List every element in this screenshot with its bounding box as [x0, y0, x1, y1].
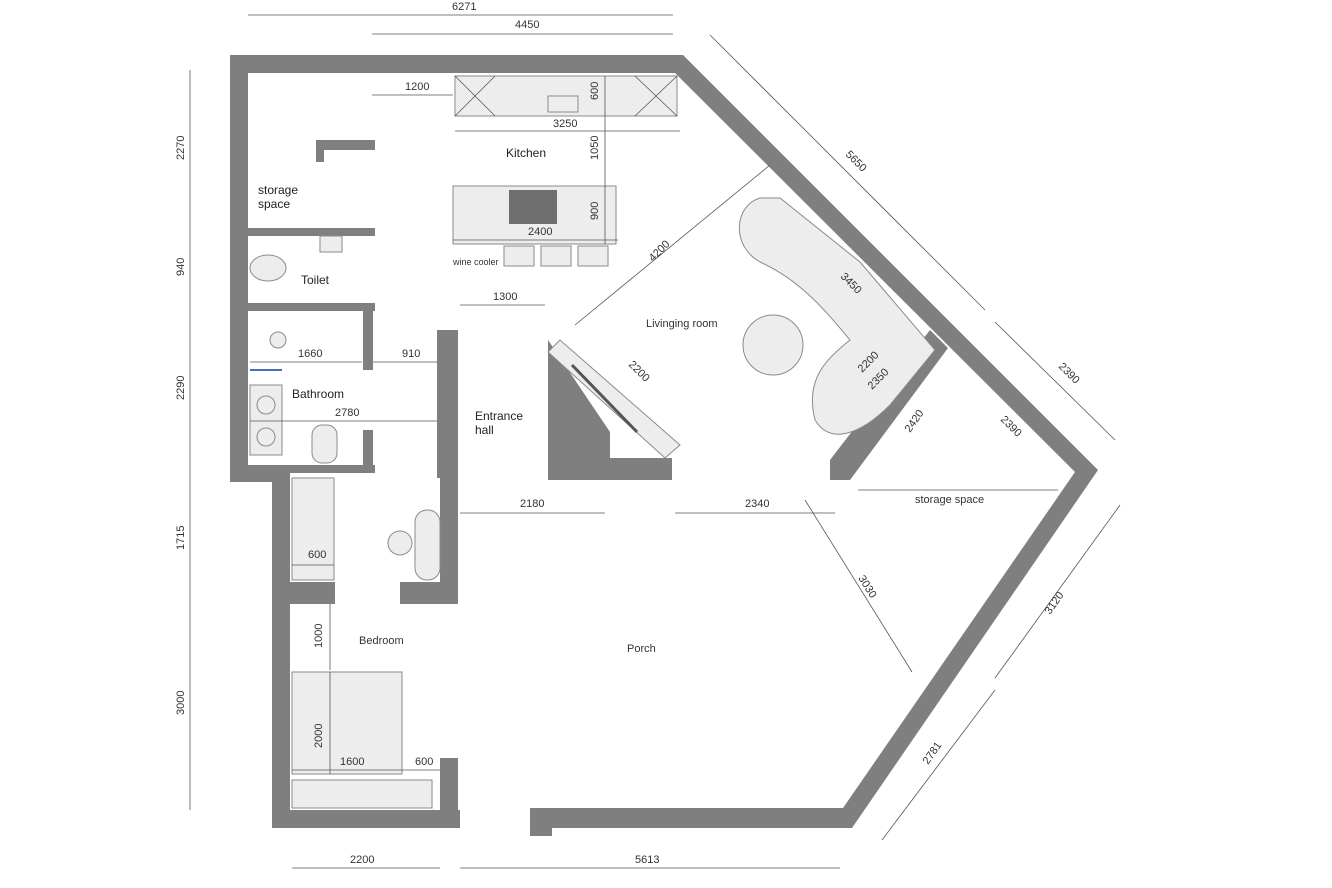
- dim-label: 600: [415, 756, 433, 768]
- dim-label: 2420: [903, 408, 927, 435]
- label-wine-cooler: wine cooler: [452, 257, 499, 267]
- dim-label: 1050: [589, 136, 601, 160]
- closet: [291, 477, 335, 581]
- dim-label: 2781: [921, 740, 945, 767]
- dim-label: 5650: [843, 149, 869, 175]
- dim-label: 1600: [340, 756, 364, 768]
- dim-label: 600: [589, 82, 601, 100]
- bed: [291, 671, 403, 775]
- tv-unit: [547, 339, 681, 459]
- furniture: [249, 75, 936, 809]
- dim-label: 6271: [452, 1, 476, 13]
- dim-label: 2200: [350, 854, 374, 866]
- dim-label: 2780: [335, 407, 359, 419]
- label-storage-top-2: space: [258, 197, 290, 211]
- dim-label: 3250: [553, 118, 577, 130]
- dimension-lines: [189, 14, 1121, 869]
- label-entrance-hall-2: hall: [475, 423, 494, 437]
- dim-label: 4200: [647, 238, 673, 264]
- label-toilet: Toilet: [301, 273, 330, 287]
- dim-label: 910: [402, 348, 420, 360]
- room-labels: Kitchen storage space Toilet Bathroom En…: [258, 146, 984, 655]
- shower: [269, 331, 287, 349]
- dim-label: 900: [589, 202, 601, 220]
- dim-label: 2340: [745, 498, 769, 510]
- dim-label: 4450: [515, 19, 539, 31]
- dim-label: 2270: [175, 136, 187, 160]
- label-bedroom: Bedroom: [359, 635, 404, 647]
- dim-label: 2290: [175, 376, 187, 400]
- cooktop: [509, 190, 557, 224]
- dim-label: 3120: [1043, 590, 1067, 617]
- dim-label: 3000: [175, 691, 187, 715]
- sink: [547, 95, 579, 113]
- dim-label: 2000: [313, 724, 325, 748]
- dim-label: 1000: [313, 624, 325, 648]
- dim-label: 940: [175, 258, 187, 276]
- coffee-table: [742, 314, 804, 376]
- dim-label: 5613: [635, 854, 659, 866]
- label-living-room: Livinging room: [646, 318, 718, 330]
- label-storage-space: storage space: [915, 494, 984, 506]
- dim-label: 2390: [998, 414, 1024, 440]
- dim-label: 1200: [405, 81, 429, 93]
- dim-label: 1300: [493, 291, 517, 303]
- dim-label: 2400: [528, 226, 552, 238]
- label-kitchen: Kitchen: [506, 146, 546, 160]
- dim-label: 600: [308, 549, 326, 561]
- dim-label: 2200: [626, 359, 652, 385]
- label-storage-top: storage: [258, 183, 298, 197]
- label-bathroom: Bathroom: [292, 387, 344, 401]
- dim-label: 2390: [1056, 361, 1082, 387]
- dim-label: 2180: [520, 498, 544, 510]
- label-entrance-hall: Entrance: [475, 409, 523, 423]
- tv-wall-wedge: [548, 340, 672, 480]
- dim-label: 1660: [298, 348, 322, 360]
- label-porch: Porch: [627, 643, 656, 655]
- sectional-sofa: [738, 197, 936, 435]
- toilet-bowl: [249, 254, 287, 282]
- dim-label: 1715: [175, 526, 187, 550]
